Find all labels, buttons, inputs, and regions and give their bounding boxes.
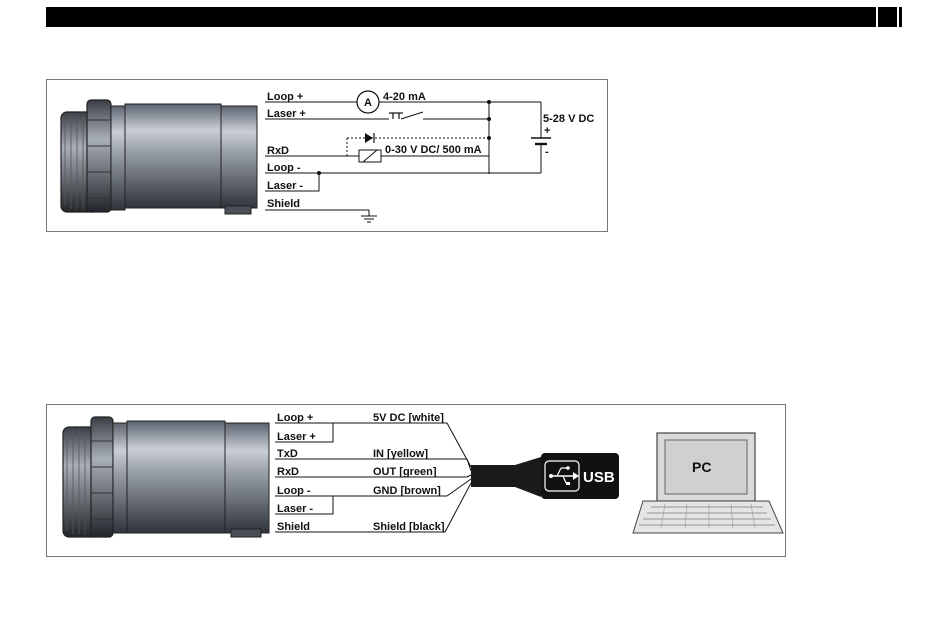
header-bar [46, 7, 902, 27]
wiring-diagram-analog-svg: Loop + Laser + RxD Loop - Laser - Shield [47, 80, 607, 231]
current-range-label: 4-20 mA [383, 91, 426, 103]
sensor-body [63, 417, 269, 537]
usb-wire-shield-label: Shield [black] [373, 521, 445, 533]
pc-label: PC [692, 459, 711, 475]
terminal-loop-plus-label: Loop + [277, 412, 313, 424]
terminal-rxd-label: RxD [267, 145, 289, 157]
usb-wire-in-label: IN [yellow] [373, 448, 428, 460]
sensor-body [61, 100, 257, 214]
relay-rating-label: 0-30 V DC/ 500 mA [385, 144, 482, 156]
terminal-laser-minus-label: Laser - [267, 180, 303, 192]
usb-label: USB [583, 469, 615, 486]
battery-icon [531, 138, 551, 144]
terminal-txd-label: TxD [277, 448, 298, 460]
usb-wire-out-label: OUT [green] [373, 466, 437, 478]
terminal-loop-minus-label: Loop - [267, 162, 301, 174]
header-divider [897, 7, 899, 27]
laptop-icon [633, 433, 783, 533]
wiring-diagram-usb-svg: Loop + Laser + TxD RxD Loop - Laser - Sh… [47, 405, 785, 556]
terminal-shield-label: Shield [277, 521, 310, 533]
supply-plus-label: + [544, 125, 550, 137]
terminal-laser-plus-label: Laser + [277, 431, 316, 443]
laser-switch-icon [389, 113, 403, 119]
wiring-diagram-analog: Loop + Laser + RxD Loop - Laser - Shield [46, 79, 608, 232]
ammeter-symbol: A [364, 97, 372, 109]
terminal-shield-label: Shield [267, 198, 300, 210]
terminal-loop-minus-label: Loop - [277, 485, 311, 497]
header-divider [876, 7, 878, 27]
wiring-diagram-usb: Loop + Laser + TxD RxD Loop - Laser - Sh… [46, 404, 786, 557]
usb-wire-gnd-label: GND [brown] [373, 485, 441, 497]
diode-symbol [365, 133, 374, 143]
supply-voltage-label: 5-28 V DC [543, 113, 594, 125]
wiring-lines [265, 102, 541, 222]
terminal-rxd-label: RxD [277, 466, 299, 478]
ammeter-icon: A [357, 91, 379, 113]
terminal-loop-plus-label: Loop + [267, 91, 303, 103]
terminal-laser-minus-label: Laser - [277, 503, 313, 515]
supply-minus-label: - [545, 146, 549, 158]
terminal-laser-plus-label: Laser + [267, 108, 306, 120]
usb-wire-5v-label: 5V DC [white] [373, 412, 444, 424]
